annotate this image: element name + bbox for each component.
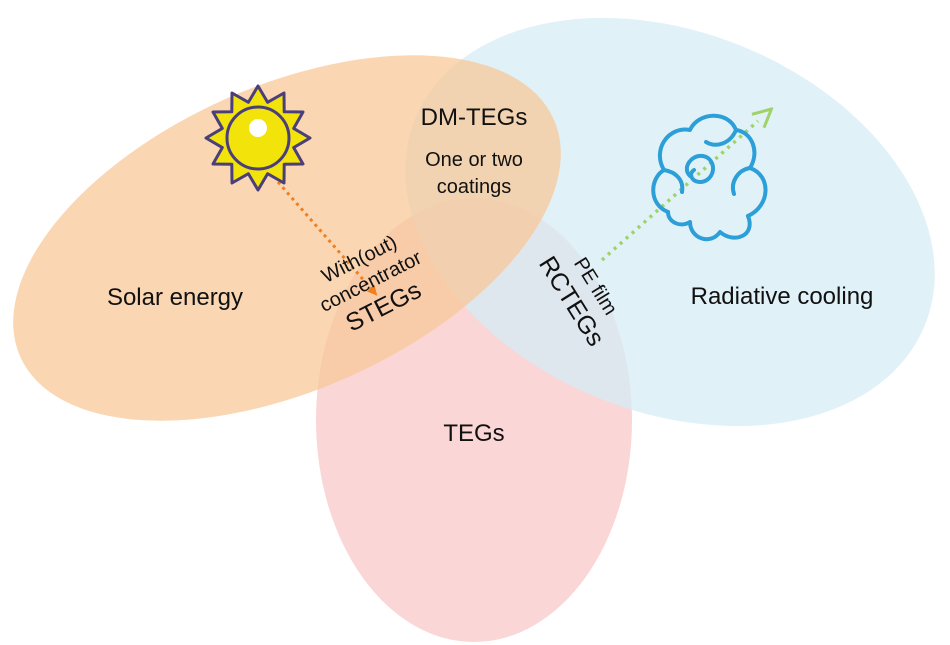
dm-tegs-line2: coatings — [437, 176, 512, 198]
solar-energy-region — [13, 55, 561, 421]
cooling-arrow — [600, 121, 758, 262]
radiative-cooling-label: Radiative cooling — [691, 283, 874, 310]
cloud-icon — [651, 113, 768, 242]
tegs-label: TEGs — [443, 420, 504, 447]
dm-tegs-line1: One or two — [425, 149, 523, 171]
sun-icon — [204, 84, 312, 192]
solar-energy-label: Solar energy — [107, 284, 243, 311]
solar-arrow — [276, 181, 378, 296]
dm-tegs-group: DM-TEGs One or two coatings — [421, 104, 528, 198]
dm-tegs-title: DM-TEGs — [421, 104, 528, 131]
